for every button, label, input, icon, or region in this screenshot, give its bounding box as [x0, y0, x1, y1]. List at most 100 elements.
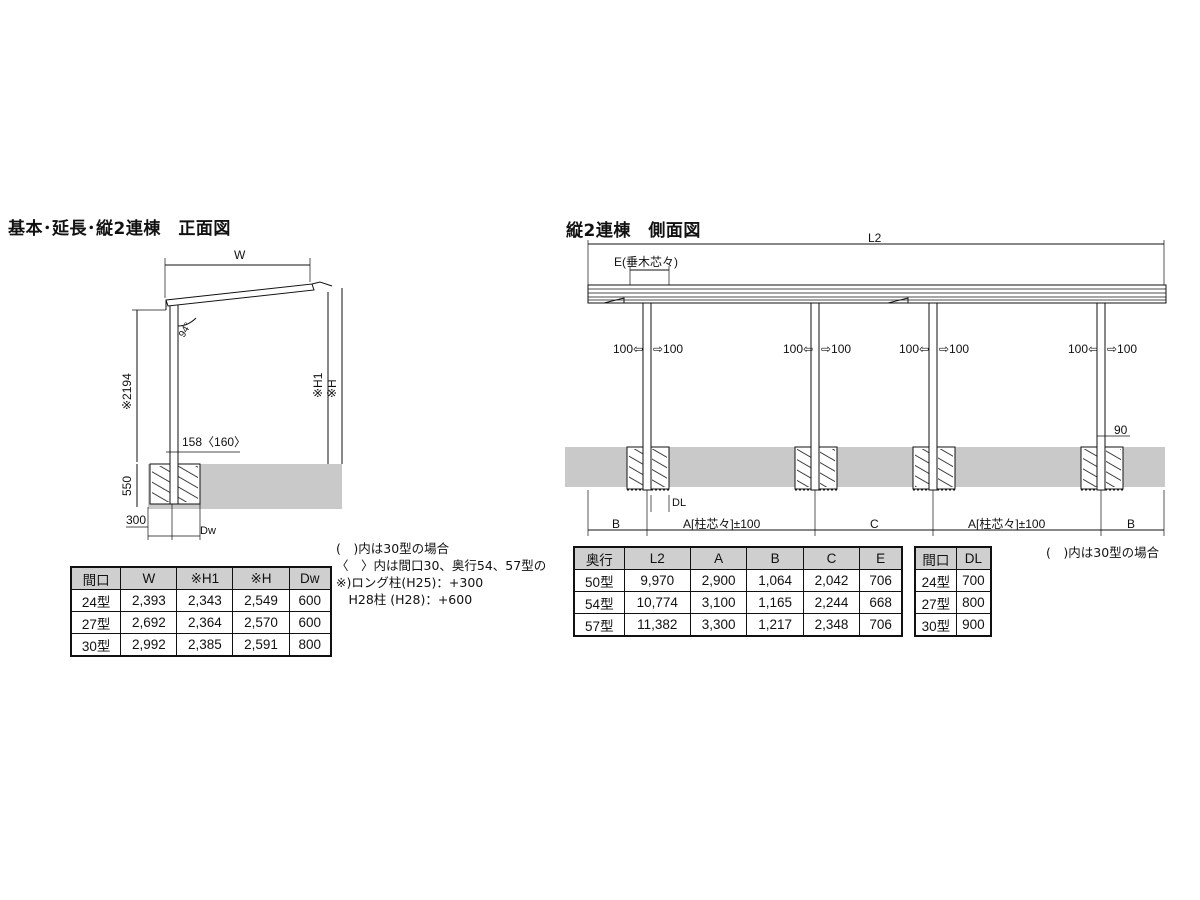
table-cell: 24型 — [914, 569, 957, 592]
table-cell: 2,244 — [802, 591, 861, 614]
front-dw-label: Dw — [200, 525, 216, 537]
table-header-row: 奥行 L2 A B C E — [573, 546, 903, 570]
side-90-label: 90 — [1114, 423, 1128, 437]
table-cell: 2,343 — [176, 589, 234, 612]
table-header: E — [859, 546, 903, 570]
side-spec-table: 奥行 L2 A B C E 50型 9,970 2,900 1,064 2,04… — [573, 546, 903, 637]
front-post — [169, 301, 179, 505]
side-100-left-4: 100⇦ — [1068, 342, 1098, 356]
table-cell: 30型 — [70, 633, 122, 657]
table-cell: 9,970 — [623, 569, 691, 592]
table-cell: 10,774 — [623, 591, 691, 614]
side-dl-label: DL — [672, 497, 686, 509]
table-cell: 800 — [288, 633, 332, 657]
table-cell: 27型 — [914, 591, 957, 614]
table-row: 30型 900 — [914, 613, 992, 637]
front-h-label: ※H — [325, 379, 339, 398]
table-cell: 54型 — [573, 591, 625, 614]
table-cell: 900 — [955, 613, 992, 637]
front-view-title: 基本･延長･縦2連棟 正面図 — [8, 219, 231, 239]
table-row: 54型 10,774 3,100 1,165 2,244 668 — [573, 591, 903, 614]
side-note: ( )内は30型の場合 — [1046, 545, 1160, 560]
table-cell: 706 — [859, 613, 903, 637]
table-header: B — [746, 546, 804, 570]
side-100-right-4: ⇨100 — [1107, 342, 1137, 356]
table-cell: 800 — [955, 591, 992, 614]
table-cell: 2,348 — [802, 613, 861, 637]
table-cell: 700 — [955, 569, 992, 592]
table-cell: 600 — [288, 589, 332, 612]
side-100-right-1: ⇨100 — [653, 342, 683, 356]
table-header: 間口 — [914, 546, 957, 570]
table-cell: 706 — [859, 569, 903, 592]
table-row: 57型 11,382 3,300 1,217 2,348 706 — [573, 613, 903, 637]
table-header: W — [120, 566, 178, 590]
front-note-4: H28柱 (H28)：+600 — [336, 592, 473, 607]
table-cell: 2,042 — [802, 569, 861, 592]
table-header: ※H — [232, 566, 290, 590]
table-cell: 668 — [859, 591, 903, 614]
side-b-label-left: B — [612, 517, 620, 531]
front-w-label: W — [234, 248, 246, 262]
table-cell: 2,364 — [176, 611, 234, 634]
table-cell: 1,064 — [746, 569, 804, 592]
table-cell: 600 — [288, 611, 332, 634]
front-view-drawing: 94° W ※2194 ※H1 ※H 158〈160〉 550 300 Dw — [120, 248, 343, 540]
table-cell: 11,382 — [623, 613, 691, 637]
table-cell: 2,992 — [120, 633, 178, 657]
front-offset-label: 158〈160〉 — [182, 435, 246, 449]
side-e-label: E(垂木芯々) — [614, 255, 678, 269]
side-l2-label: L2 — [868, 231, 882, 245]
table-cell: 2,692 — [120, 611, 178, 634]
table-cell: 2,393 — [120, 589, 178, 612]
front-h1-label: ※H1 — [311, 372, 325, 398]
table-header: 奥行 — [573, 546, 625, 570]
side-100-left-2: 100⇦ — [783, 342, 813, 356]
side-dl-table: 間口 DL 24型 700 27型 800 30型 900 — [914, 546, 992, 637]
table-cell: 30型 — [914, 613, 957, 637]
side-view-title: 縦2連棟 側面図 — [566, 221, 701, 241]
table-header: DL — [955, 546, 992, 570]
table-row: 50型 9,970 2,900 1,064 2,042 706 — [573, 569, 903, 592]
front-note-2: 〈 〉内は間口30、奥行54、57型の — [336, 558, 547, 573]
table-header: 間口 — [70, 566, 122, 590]
front-note-3: ※)ロング柱(H25)：+300 — [336, 575, 484, 590]
front-roof — [165, 283, 315, 307]
side-c-label: C — [870, 517, 879, 531]
table-header: L2 — [623, 546, 691, 570]
table-cell: 2,591 — [232, 633, 290, 657]
table-row: 27型 2,692 2,364 2,570 600 — [70, 611, 332, 634]
side-roof — [587, 284, 1167, 304]
table-header: Dw — [288, 566, 332, 590]
front-300-label: 300 — [126, 513, 146, 527]
side-100-right-2: ⇨100 — [821, 342, 851, 356]
front-note-1: ( )内は30型の場合 — [336, 541, 450, 556]
table-row: 24型 700 — [914, 569, 992, 592]
table-header: ※H1 — [176, 566, 234, 590]
table-header-row: 間口 W ※H1 ※H Dw — [70, 566, 332, 590]
table-cell: 50型 — [573, 569, 625, 592]
table-header-row: 間口 DL — [914, 546, 992, 570]
side-a-label-2: A[柱芯々]±100 — [968, 516, 1046, 531]
front-notes: ( )内は30型の場合 〈 〉内は間口30、奥行54、57型の ※)ロング柱(H… — [336, 540, 547, 608]
side-100-left-3: 100⇦ — [899, 342, 929, 356]
table-cell: 27型 — [70, 611, 122, 634]
table-cell: 2,385 — [176, 633, 234, 657]
table-row: 30型 2,992 2,385 2,591 800 — [70, 633, 332, 657]
front-550-label: 550 — [120, 476, 134, 496]
table-cell: 24型 — [70, 589, 122, 612]
table-cell: 1,165 — [746, 591, 804, 614]
side-100-left-1: 100⇦ — [613, 342, 643, 356]
side-100-right-3: ⇨100 — [939, 342, 969, 356]
front-angle-label: 94° — [177, 321, 194, 340]
side-view-drawing: L2 E(垂木芯々) 100⇦ ⇨100 100⇦ ⇨100 100⇦ ⇨100… — [565, 231, 1167, 536]
table-header: C — [802, 546, 861, 570]
table-cell: 2,549 — [232, 589, 290, 612]
table-header: A — [689, 546, 748, 570]
table-cell: 3,300 — [689, 613, 748, 637]
table-cell: 2,900 — [689, 569, 748, 592]
front-spec-table: 間口 W ※H1 ※H Dw 24型 2,393 2,343 2,549 600… — [70, 566, 332, 657]
table-cell: 57型 — [573, 613, 625, 637]
table-cell: 1,217 — [746, 613, 804, 637]
